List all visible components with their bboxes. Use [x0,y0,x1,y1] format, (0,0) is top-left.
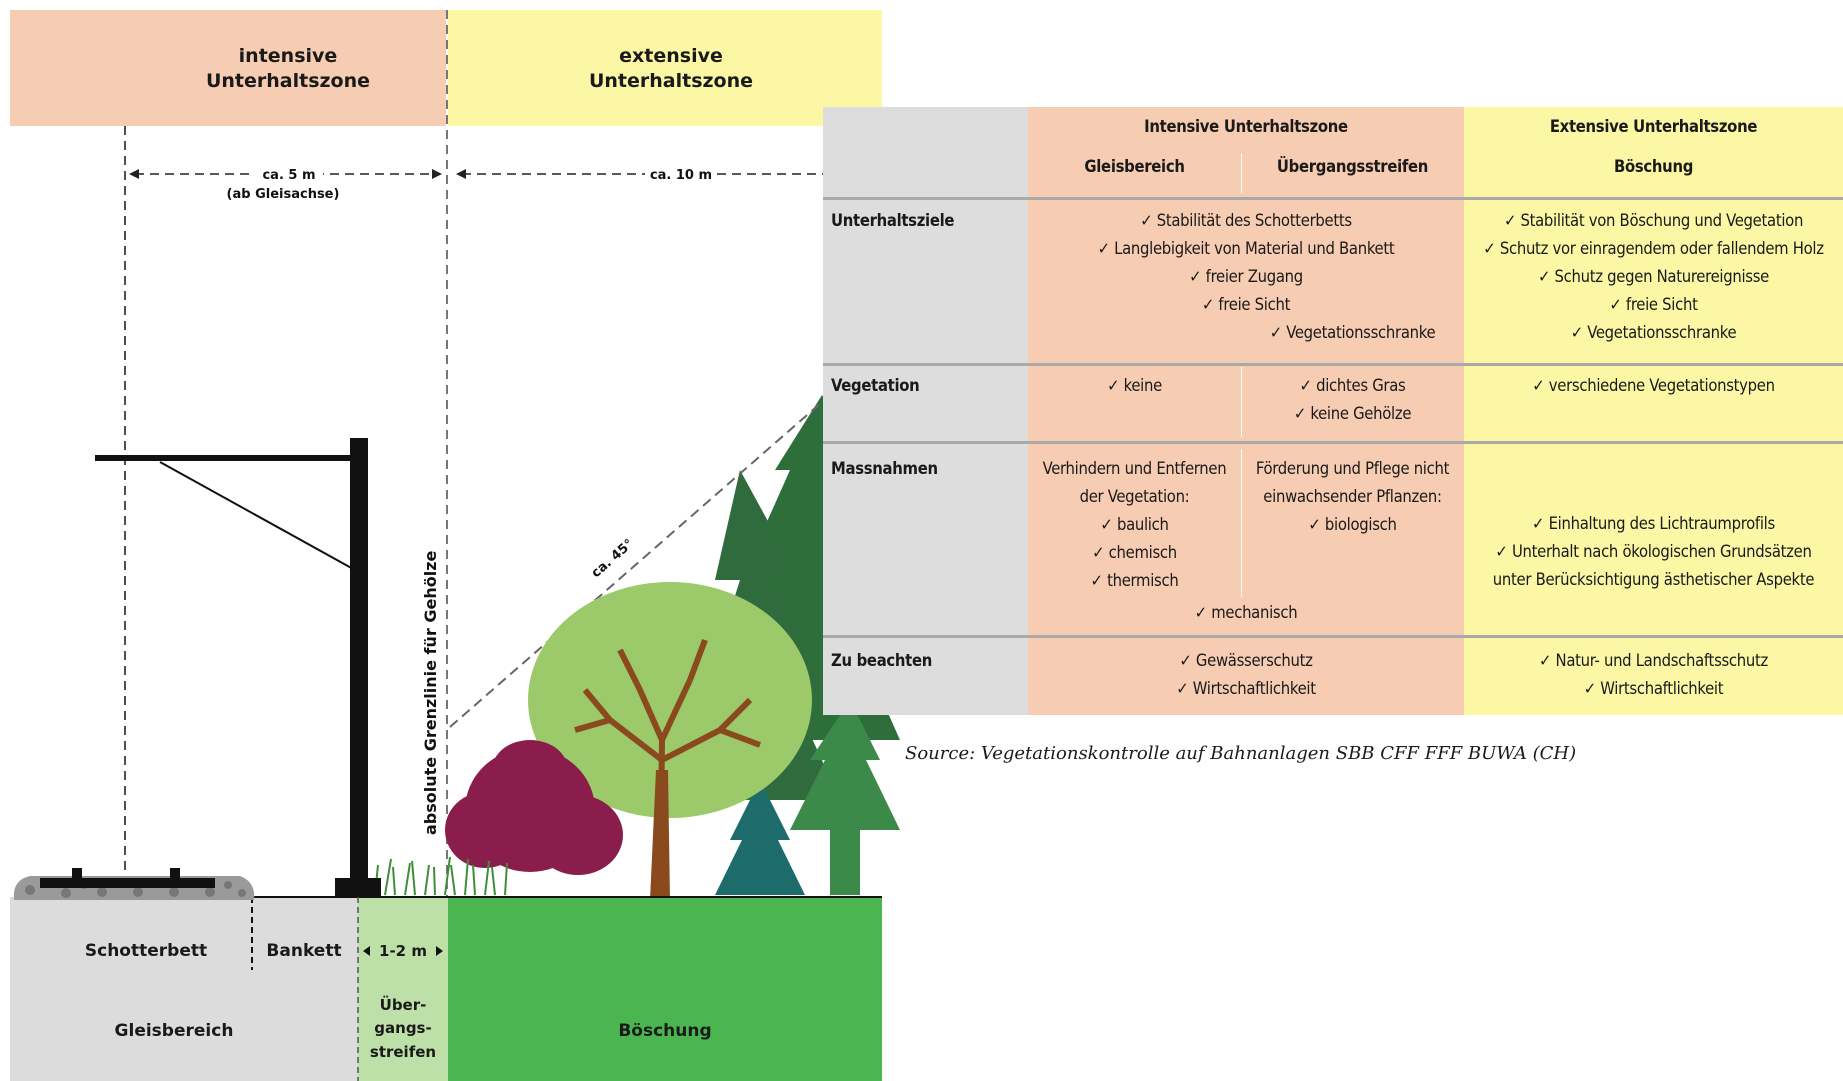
massnahmen-uebergang-line: einwachsender Pflanzen: [1263,487,1442,506]
massnahmen-uebergang-cell: Förderung und Pflege nicht einwachsender… [1241,455,1464,539]
vegetation-gleisbereich-cell: ✓ keine [1028,372,1241,400]
label-transition-width: 1-2 m [379,942,427,960]
row-label-vegetation: Vegetation [831,376,920,395]
gleisbereich-ground [10,897,358,1081]
row-label-beachten: Zu beachten [831,651,933,670]
vegetation-uebergang-line: ✓ dichtes Gras [1299,376,1406,395]
label-uebergang-3: streifen [370,1043,436,1061]
conifer-tree-small [790,700,900,895]
catenary-stay [159,461,356,571]
ziele-uebergang-cell: ✓ Vegetationsschranke [1269,323,1436,342]
ziele-extensive-line: ✓ freie Sicht [1609,295,1698,314]
ziele-intensive-line: ✓ freie Sicht [1201,295,1291,314]
angle-label: ca. 45° [589,537,637,581]
rail-right [170,868,180,880]
intensive-zone-label-1: intensive [239,45,338,67]
source-caption: Source: Vegetationskontrolle auf Bahnanl… [905,743,1577,764]
catenary-mast [350,438,368,890]
header-gleisbereich: Gleisbereich [1084,157,1185,176]
extensive-zone-band [448,10,882,126]
arrow-right-start [456,169,466,179]
maintenance-zone-table: Intensive Unterhaltszone Extensive Unter… [823,107,1843,715]
ziele-intensive-line: ✓ freier Zugang [1189,267,1303,286]
transition-arrow-right [436,946,443,956]
beachten-extensive-cell: ✓ Natur- und Landschaftsschutz ✓ Wirtsch… [1464,647,1843,703]
ziele-intensive-line: ✓ Stabilität des Schotterbetts [1140,211,1352,230]
header-extensive: Extensive Unterhaltszone [1549,117,1758,136]
massnahmen-gleisbereich-line: Verhindern und Entfernen [1042,459,1227,478]
ziele-extensive-line: ✓ Stabilität von Böschung und Vegetation [1503,211,1804,230]
beachten-intensive-line: ✓ Wirtschaftlichkeit [1176,679,1316,698]
massnahmen-extensive-cell: ✓ Einhaltung des Lichtraumprofils ✓ Unte… [1464,510,1843,594]
label-bankett: Bankett [266,941,341,961]
label-uebergang-2: gangs- [374,1019,431,1037]
rail-sleeper [40,878,215,888]
vegetation-uebergang-line: ✓ keine Gehölze [1293,404,1412,423]
vegetation-extensive-line: ✓ verschiedene Vegetationstypen [1532,376,1775,395]
intensive-zone-label-2: Unterhaltszone [206,70,370,92]
ziele-extensive-line: ✓ Schutz gegen Naturereignisse [1538,267,1769,286]
label-schotterbett: Schotterbett [85,941,207,961]
intensive-zone-band [10,10,446,126]
arrow-left-start [129,169,139,179]
header-boeschung: Böschung [1613,157,1694,176]
header-uebergang: Übergangsstreifen [1276,157,1429,176]
railway-cross-section-diagram: intensive Unterhaltszone extensive Unter… [10,10,900,1081]
label-uebergang-1: Über- [380,995,427,1014]
ziele-intensive-cell: ✓ Stabilität des Schotterbetts ✓ Langleb… [1028,207,1464,319]
massnahmen-extensive-line: ✓ Unterhalt nach ökologischen Grundsätze… [1495,542,1812,561]
ziele-extensive-line: ✓ Schutz vor einragendem oder fallendem … [1483,239,1824,258]
extensive-zone-label-1: extensive [619,45,723,67]
vegetation-uebergang-cell: ✓ dichtes Gras ✓ keine Gehölze [1241,372,1464,428]
beachten-intensive-line: ✓ Gewässerschutz [1179,651,1313,670]
boundary-line-label: absolute Grenzlinie für Gehölze [421,550,440,835]
label-gleisbereich: Gleisbereich [115,1021,234,1041]
beachten-extensive-line: ✓ Natur- und Landschaftsschutz [1538,651,1769,670]
massnahmen-gleisbereich-line: der Vegetation: [1079,487,1190,506]
row-label-ziele: Unterhaltsziele [831,211,955,230]
ziele-intensive-line: ✓ Langlebigkeit von Material und Bankett [1097,239,1395,258]
extensive-zone-label-2: Unterhaltszone [589,70,753,92]
ziele-extensive-cell: ✓ Stabilität von Böschung und Vegetation… [1464,207,1843,347]
arrow-left-end [432,169,442,179]
massnahmen-extensive-line: ✓ Einhaltung des Lichtraumprofils [1532,514,1775,533]
transition-arrow-left [363,946,370,956]
massnahmen-intensive-shared-cell: ✓ mechanisch [1194,603,1298,622]
dimension-left-sublabel: (ab Gleisachse) [227,187,340,202]
label-boeschung: Böschung [618,1021,711,1041]
boeschung-ground [448,897,882,1081]
massnahmen-uebergang-line: ✓ biologisch [1308,515,1397,534]
deciduous-tree [528,582,812,901]
vegetation-gleisbereich-line: ✓ keine [1107,376,1162,395]
massnahmen-extensive-line: unter Berücksichtigung ästhetischer Aspe… [1492,570,1815,589]
dimension-right-label: ca. 10 m [650,168,712,183]
uebergang-ground [358,897,448,1081]
massnahmen-uebergang-line: Förderung und Pflege nicht [1255,459,1450,478]
dimension-left-label: ca. 5 m [262,168,315,183]
massnahmen-gleisbereich-line: ✓ thermisch [1090,571,1179,590]
massnahmen-gleisbereich-cell: Verhindern und Entfernen der Vegetation:… [1028,455,1241,595]
row-label-massnahmen: Massnahmen [831,459,938,478]
conifer-tree-teal [715,780,805,895]
beachten-extensive-line: ✓ Wirtschaftlichkeit [1583,679,1724,698]
mast-foot [335,878,381,898]
massnahmen-gleisbereich-line: ✓ baulich [1100,515,1169,534]
beachten-intensive-cell: ✓ Gewässerschutz ✓ Wirtschaftlichkeit [1028,647,1464,703]
shrub [445,740,623,875]
rail-left [72,868,82,880]
vegetation-extensive-cell: ✓ verschiedene Vegetationstypen [1464,372,1843,400]
header-intensive: Intensive Unterhaltszone [1144,117,1348,136]
ziele-extensive-line: ✓ Vegetationsschranke [1570,323,1737,342]
massnahmen-gleisbereich-line: ✓ chemisch [1092,543,1177,562]
angle-line [449,394,831,728]
